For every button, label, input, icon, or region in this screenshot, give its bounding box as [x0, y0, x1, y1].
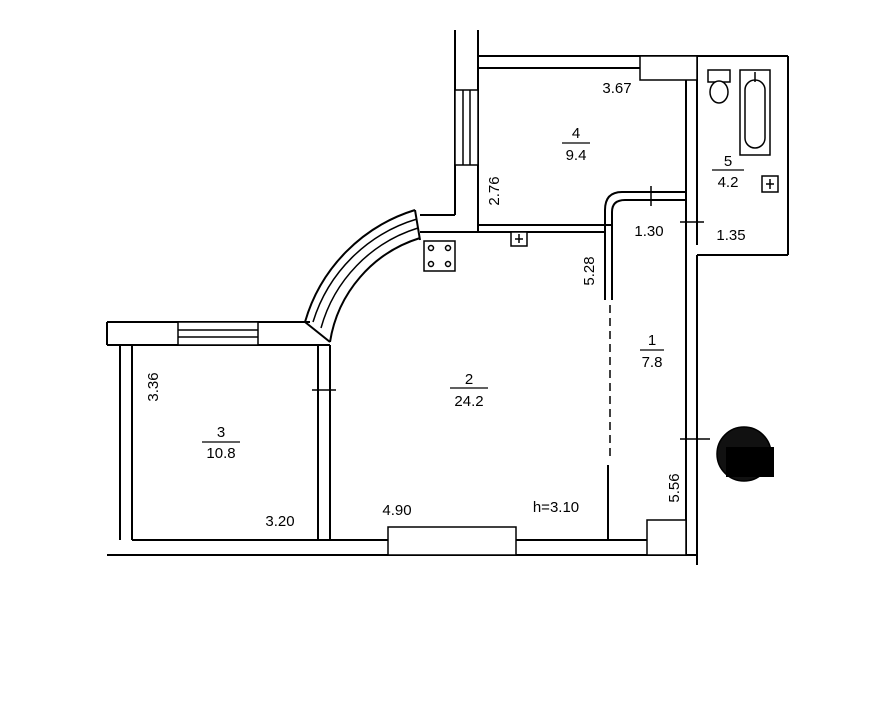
- room-4-area: 9.4: [566, 147, 587, 164]
- room-label-5: 5 4.2: [712, 153, 744, 191]
- room-label-3: 3 10.8: [202, 424, 240, 462]
- dimension-5-28: 5.28: [581, 256, 598, 285]
- dimension-labels: 3.67 2.76 1.30 1.35 5.28 3.36 3.20 4.90 …: [145, 80, 746, 530]
- room-label-1: 1 7.8: [640, 332, 664, 371]
- room-1-area: 7.8: [642, 354, 663, 371]
- dimension-4-90: 4.90: [382, 502, 411, 519]
- toilet-icon: [707, 69, 731, 104]
- dimension-2-76: 2.76: [486, 176, 503, 205]
- room-label-4: 4 9.4: [562, 125, 590, 164]
- room-2-number: 2: [465, 371, 473, 388]
- stove-icon: [423, 240, 456, 272]
- redacted-mark: [716, 426, 774, 482]
- room-5-number: 5: [724, 153, 732, 170]
- corridor-partition: [312, 186, 710, 540]
- socket-icon: [510, 231, 528, 247]
- room-4-number: 4: [572, 125, 580, 142]
- room-label-2: 2 24.2: [450, 371, 488, 410]
- dimension-3-67: 3.67: [602, 80, 631, 97]
- dimension-3-20: 3.20: [265, 513, 294, 530]
- ceiling-height-label: h=3.10: [533, 499, 579, 516]
- dimension-5-56: 5.56: [666, 473, 683, 502]
- fixtures: [423, 69, 779, 272]
- windows: [177, 55, 698, 556]
- room-3-area: 10.8: [206, 445, 235, 462]
- room-5-area: 4.2: [718, 174, 739, 191]
- dimension-1-30: 1.30: [634, 223, 663, 240]
- socket-icon: [761, 175, 779, 193]
- room-3-number: 3: [217, 424, 225, 441]
- exterior-walls: [106, 30, 789, 565]
- room-1-number: 1: [648, 332, 656, 349]
- dimension-3-36: 3.36: [145, 372, 162, 401]
- dimension-1-35: 1.35: [716, 227, 745, 244]
- room-2-area: 24.2: [454, 393, 483, 410]
- curved-window: [304, 209, 478, 343]
- bathtub-icon: [739, 69, 771, 156]
